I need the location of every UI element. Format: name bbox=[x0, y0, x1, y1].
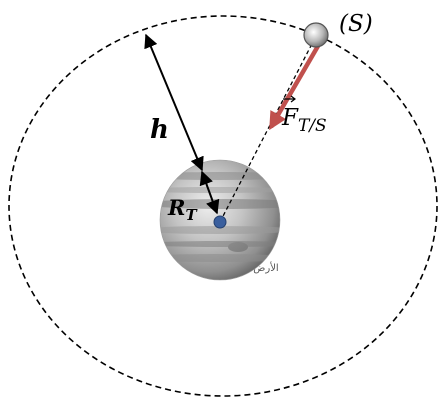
planet-caption: الأرض bbox=[253, 261, 278, 274]
radius-subscript: T bbox=[185, 206, 198, 224]
altitude-arrow bbox=[144, 33, 204, 172]
planet-center-dot bbox=[213, 215, 227, 229]
satellite-icon bbox=[303, 22, 329, 48]
radius-label: RT bbox=[167, 195, 198, 224]
svg-text:FT/S: FT/S bbox=[281, 105, 327, 136]
satellite-label: (S) bbox=[339, 11, 373, 37]
radius-arrow bbox=[199, 170, 220, 215]
orbit-path bbox=[8, 15, 438, 397]
force-label: FT/S bbox=[281, 95, 327, 136]
force-symbol: F bbox=[281, 105, 299, 131]
force-arrow bbox=[269, 44, 320, 131]
radius-symbol: R bbox=[167, 195, 185, 220]
force-subscript: T/S bbox=[298, 116, 327, 136]
altitude-label: h bbox=[150, 115, 169, 145]
